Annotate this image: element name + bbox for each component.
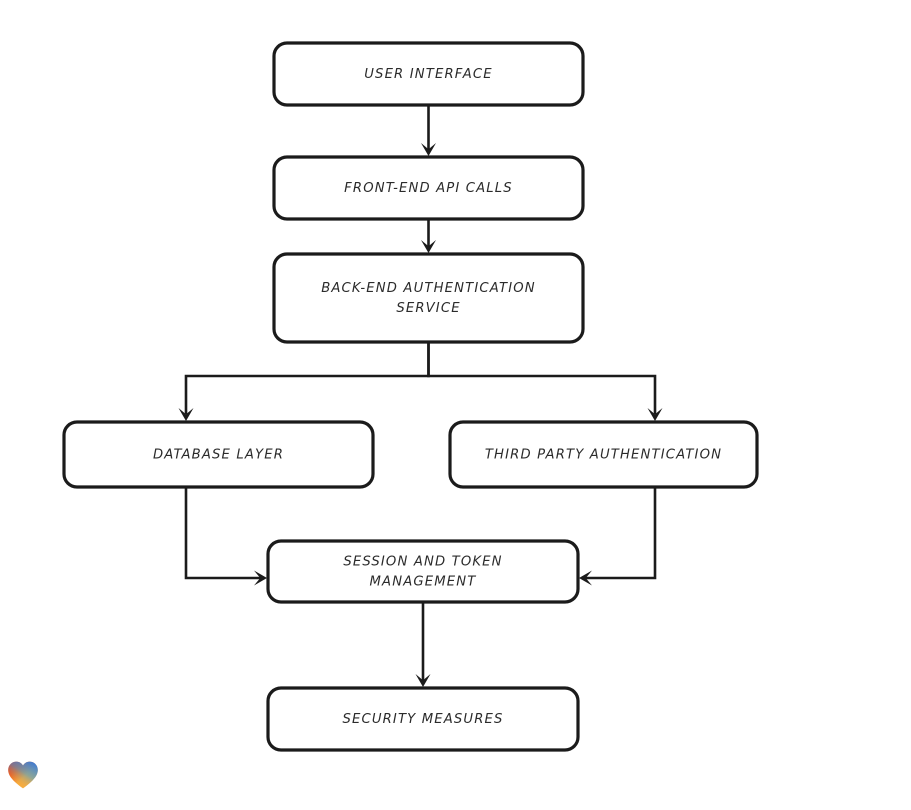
- node-back-end-authentication-service[interactable]: BACK-END AUTHENTICATION SERVICE: [272, 252, 585, 344]
- node-shape: [272, 252, 585, 344]
- arrowhead-icon: [421, 143, 436, 156]
- edge-line: [427, 342, 657, 414]
- arrowhead-icon: [647, 408, 663, 421]
- heart-logo: [8, 761, 38, 789]
- node-session-and-token-management[interactable]: SESSION AND TOKEN MANAGEMENT: [266, 539, 580, 604]
- node-label: THIRD PARTY AUTHENTICATION: [485, 448, 722, 463]
- edge-line: [585, 487, 657, 580]
- edges-layer: [178, 105, 663, 687]
- node-shape: [448, 420, 759, 489]
- node-label: SERVICE: [396, 301, 460, 316]
- edge-database-to-session: [184, 487, 267, 586]
- node-label: USER INTERFACE: [364, 67, 493, 82]
- node-shape: [266, 539, 580, 604]
- node-security-measures[interactable]: SECURITY MEASURES: [266, 686, 580, 752]
- arrowhead-icon: [421, 240, 436, 253]
- arrowhead-icon: [415, 674, 431, 687]
- node-label: BACK-END AUTHENTICATION: [321, 281, 536, 296]
- edge-backend-to-third-party: [427, 342, 663, 421]
- node-shape: [62, 420, 375, 489]
- edge-third-party-to-session: [579, 487, 657, 586]
- arrowhead-icon: [254, 570, 267, 586]
- node-label: FRONT-END API CALLS: [344, 181, 513, 196]
- nodes-layer: USER INTERFACE FRONT-END API CALLS BACK-EN…: [62, 41, 759, 752]
- arrowhead-icon: [178, 408, 194, 421]
- edge-api-to-backend: [421, 219, 436, 253]
- node-label: SESSION AND TOKEN: [343, 555, 502, 570]
- node-shape: [272, 41, 585, 107]
- node-label: DATABASE LAYER: [153, 448, 284, 463]
- edge-session-to-security: [415, 602, 431, 687]
- node-shape: [272, 155, 585, 221]
- node-label: MANAGEMENT: [370, 575, 477, 590]
- node-user-interface[interactable]: USER INTERFACE: [272, 41, 585, 107]
- edge-line: [184, 342, 430, 414]
- node-database-layer[interactable]: DATABASE LAYER: [62, 420, 375, 489]
- node-shape: [266, 686, 580, 752]
- arrowhead-icon: [579, 570, 592, 586]
- edge-backend-to-database: [178, 342, 430, 421]
- node-front-end-api-calls[interactable]: FRONT-END API CALLS: [272, 155, 585, 221]
- edge-ui-to-api: [421, 105, 436, 156]
- node-third-party-authentication[interactable]: THIRD PARTY AUTHENTICATION: [448, 420, 759, 489]
- node-label: SECURITY MEASURES: [342, 712, 503, 727]
- edge-line: [184, 487, 261, 580]
